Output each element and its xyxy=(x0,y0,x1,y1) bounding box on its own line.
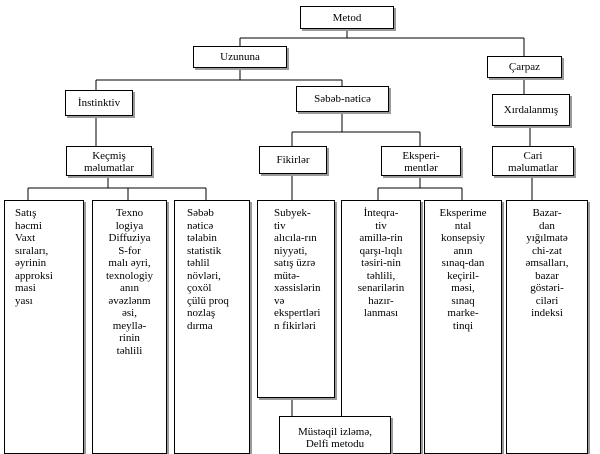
column-eksperimental: Eksperime ntal konsepsiy anın sınaq-dan … xyxy=(424,200,502,454)
column-inteqrativ: İnteqra- tiv amillə-rin qarşı-lıqlı təsi… xyxy=(341,200,421,454)
node-sebeb-netice: Səbəb-nəticə xyxy=(296,86,389,112)
node-eksperimentler: Eksperi- mentlər xyxy=(381,146,461,176)
node-cari-melumatlar: Cari məlumatlar xyxy=(492,146,574,176)
column-text: Subyek- tiv alıcıla-rın niyyəti, satış ü… xyxy=(274,207,321,332)
node-metod: Metod xyxy=(300,6,394,29)
column-text: Satış həcmi Vaxt sıraları, əyrinin appro… xyxy=(15,207,53,307)
node-musteqil-izleme-delfi: Müstəqil izləmə, Delfi metodu xyxy=(279,416,391,454)
column-texnologiya: Texno logiya Diffuziya S-for malı əyri, … xyxy=(92,200,167,454)
column-text: Eksperime ntal konsepsiy anın sınaq-dan … xyxy=(439,207,487,332)
node-kecmis-melumatlar: Keçmiş məlumatlar xyxy=(66,146,152,176)
column-sebeb-netice-talebin: Səbəb nəticə təlabin statistik təhlil nö… xyxy=(174,200,250,454)
column-satis-hecmi: Satış həcmi Vaxt sıraları, əyrinin appro… xyxy=(4,200,84,454)
node-xirdalanmis: Xırdalanmış xyxy=(492,94,570,126)
column-bazardan: Bazar- dan yığılmatə chi-zat əmsalları, … xyxy=(506,200,588,454)
node-fikirler: Fikirlər xyxy=(259,146,327,174)
column-text: Səbəb nəticə təlabin statistik təhlil nö… xyxy=(187,207,229,332)
column-text: Texno logiya Diffuziya S-for malı əyri, … xyxy=(105,207,154,357)
node-uzununa: Uzununa xyxy=(193,46,287,68)
node-instinktiv: İnstinktiv xyxy=(65,90,133,116)
node-carpaz: Çarpaz xyxy=(487,56,562,78)
column-text: İnteqra- tiv amillə-rin qarşı-lıqlı təsi… xyxy=(357,207,405,319)
column-subyektiv: Subyek- tiv alıcıla-rın niyyəti, satış ü… xyxy=(257,200,335,398)
column-text: Bazar- dan yığılmatə chi-zat əmsalları, … xyxy=(525,207,569,319)
